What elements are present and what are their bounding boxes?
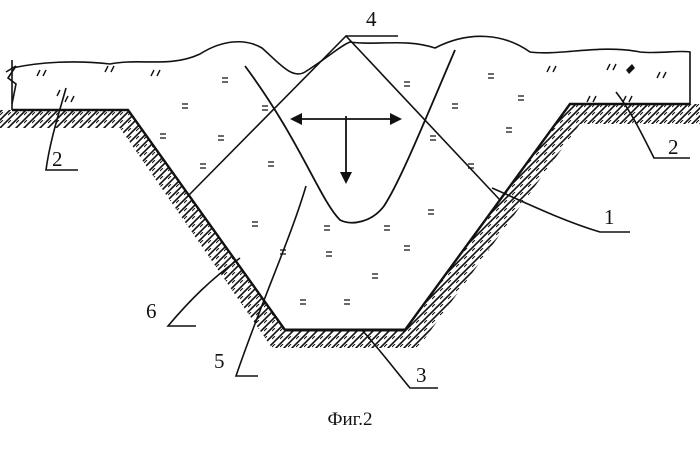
fill-mass [12,36,690,330]
label-4: 4 [366,7,377,31]
label-3: 3 [416,363,427,387]
label-1: 1 [604,205,615,229]
label-5: 5 [214,349,225,373]
label-6: 6 [146,299,157,323]
label-2-right: 2 [668,135,679,159]
label-2-left: 2 [52,147,63,171]
figure-caption: Фиг.2 [0,409,700,431]
